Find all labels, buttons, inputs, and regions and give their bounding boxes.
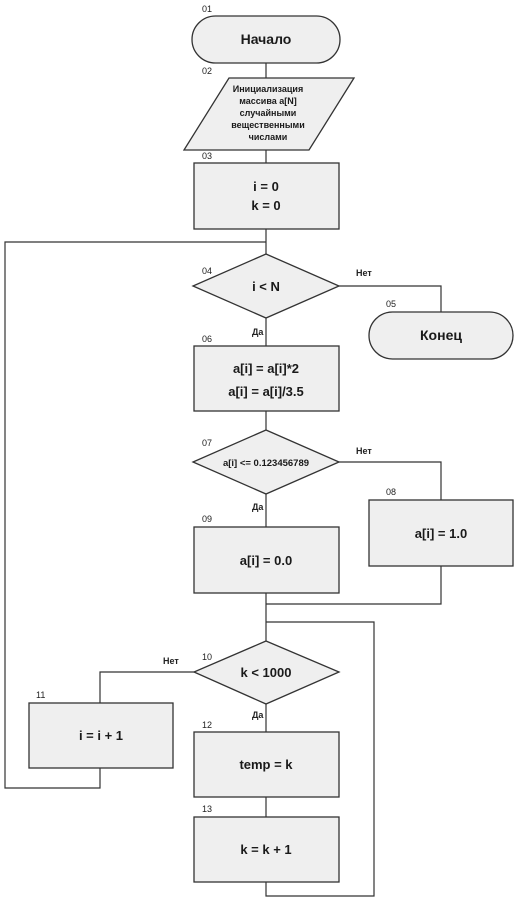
process-shape [193, 731, 340, 798]
block-label-line: вещественными [231, 120, 304, 130]
block-label-line: числами [249, 132, 288, 142]
block-08-set-one: 08 a[i] = 1.0 [368, 487, 514, 567]
block-02-init-array: 02 Инициализация массива a[N] случайными… [182, 66, 356, 151]
terminator-shape [368, 311, 514, 360]
block-number: 10 [202, 652, 212, 662]
block-label: i = i + 1 [79, 728, 123, 743]
block-label-line: i = 0 [253, 179, 279, 194]
block-label: a[i] = 0.0 [240, 553, 292, 568]
branch-label-no: Нет [163, 656, 179, 666]
block-05-end: 05 Конец [368, 299, 514, 360]
block-number: 07 [202, 438, 212, 448]
block-07-decision-threshold: 07 a[i] <= 0.123456789 Нет Да [191, 429, 372, 512]
decision-shape [191, 253, 341, 319]
block-number: 06 [202, 334, 212, 344]
block-label: i < N [252, 279, 280, 294]
block-04-decision-i-lt-n: 04 i < N Нет Да [191, 253, 372, 337]
block-03-init-counters: 03 i = 0 k = 0 [193, 151, 340, 230]
block-label: temp = k [239, 757, 293, 772]
block-label: a[i] = 1.0 [415, 526, 467, 541]
branch-label-yes: Да [252, 502, 264, 512]
block-number: 09 [202, 514, 212, 524]
process-shape [193, 345, 340, 412]
block-label: a[i] <= 0.123456789 [223, 458, 309, 469]
terminator-shape [191, 15, 341, 64]
process-shape [193, 162, 340, 230]
decision-shape [192, 640, 341, 705]
block-label-line: k = 0 [251, 198, 280, 213]
block-label-line: массива a[N] [239, 96, 297, 106]
process-shape [368, 499, 514, 567]
block-number: 11 [36, 690, 45, 700]
block-number: 01 [202, 4, 212, 14]
block-01-start: 01 Начало [191, 4, 341, 64]
block-number: 12 [202, 720, 212, 730]
data-shape [182, 77, 356, 151]
block-number: 04 [202, 266, 212, 276]
branch-label-yes: Да [252, 327, 264, 337]
connector-11-loop-back [4, 241, 266, 789]
connector-10-11-no [99, 671, 194, 703]
block-label: k = k + 1 [240, 842, 291, 857]
branch-label-yes: Да [252, 710, 264, 720]
connector-13-loop-back [265, 621, 375, 897]
connector-07-08-no [339, 461, 442, 500]
block-label-line: случайными [240, 108, 297, 118]
block-number: 13 [202, 804, 212, 814]
block-label-line: a[i] = a[i]*2 [233, 361, 299, 376]
block-label: k < 1000 [241, 665, 292, 680]
connector-08-merge [266, 566, 442, 605]
process-shape [193, 526, 340, 594]
block-09-set-zero: 09 a[i] = 0.0 [193, 514, 340, 594]
block-number: 05 [386, 299, 396, 309]
block-number: 03 [202, 151, 212, 161]
branch-label-no: Нет [356, 268, 372, 278]
branch-label-no: Нет [356, 446, 372, 456]
block-12-temp-assign: 12 temp = k [193, 720, 340, 798]
block-number: 08 [386, 487, 396, 497]
connector-04-05-no [339, 285, 442, 312]
block-label: Конец [420, 327, 462, 343]
decision-shape [191, 429, 341, 495]
block-13-increment-k: 13 k = k + 1 [193, 804, 340, 883]
block-06-scale-element: 06 a[i] = a[i]*2 a[i] = a[i]/3.5 [193, 334, 340, 412]
block-label: Начало [241, 31, 292, 47]
process-shape [193, 816, 340, 883]
block-number: 02 [202, 66, 212, 76]
process-shape [28, 702, 174, 769]
block-11-increment-i: 11 i = i + 1 [28, 690, 174, 769]
connectors [4, 63, 442, 897]
block-10-decision-k-lt-1000: 10 k < 1000 Нет Да [163, 640, 341, 720]
block-label-line: Инициализация [233, 84, 303, 94]
block-label-line: a[i] = a[i]/3.5 [228, 384, 304, 399]
